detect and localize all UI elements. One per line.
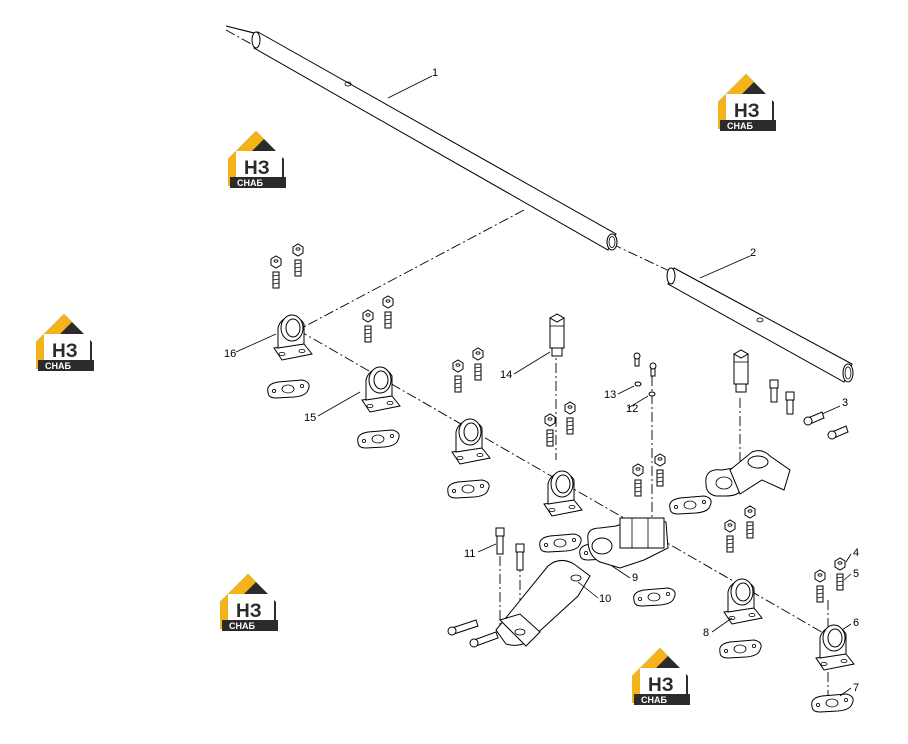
logo-house-icon: НЗ СНАБ	[36, 314, 94, 371]
coupling-9	[587, 517, 669, 569]
callout-3: 3	[842, 397, 848, 409]
svg-text:СНАБ: СНАБ	[45, 361, 71, 371]
callout-8: 8	[703, 627, 709, 639]
callout-11: 11	[464, 548, 475, 560]
callout-12: 12	[626, 403, 638, 415]
callout-7: 7	[853, 682, 859, 694]
callout-10: 10	[599, 593, 611, 605]
callout-2: 2	[750, 247, 756, 259]
svg-text:СНАБ: СНАБ	[237, 178, 263, 188]
shaft-2	[666, 267, 854, 383]
logo-house-icon: НЗ СНАБ	[228, 131, 286, 188]
svg-text:НЗ: НЗ	[244, 158, 270, 179]
leader-lines	[235, 75, 852, 697]
callout-16: 16	[224, 348, 236, 360]
callout-14: 14	[500, 369, 512, 381]
shaft-1	[225, 25, 618, 251]
callout-1: 1	[432, 67, 438, 79]
arm-bracket-10	[447, 527, 591, 648]
callout-6: 6	[853, 617, 859, 629]
callout-labels: 1 2 3 4 5 6 7 8 9 10 11 12 13 14 15 16	[224, 67, 859, 694]
callout-4: 4	[853, 547, 859, 559]
elbow-bracket	[705, 450, 791, 497]
svg-text:НЗ: НЗ	[734, 101, 760, 122]
svg-text:НЗ: НЗ	[648, 675, 674, 696]
gasket	[267, 379, 854, 713]
grease-cylinder	[548, 313, 566, 357]
svg-text:НЗ: НЗ	[52, 341, 78, 362]
cap-screws	[769, 379, 849, 440]
logo-house-icon: НЗ СНАБ	[632, 648, 690, 705]
callout-13: 13	[604, 389, 616, 401]
callout-9: 9	[632, 572, 638, 584]
svg-text:СНАБ: СНАБ	[641, 695, 667, 705]
logo-house-icon: НЗ СНАБ	[718, 74, 776, 131]
grease-cylinder	[732, 349, 750, 393]
bearing-block	[273, 314, 855, 671]
callout-5: 5	[853, 568, 859, 580]
small-screws	[633, 352, 657, 397]
logo-house-icon: НЗ СНАБ	[220, 574, 278, 631]
svg-text:СНАБ: СНАБ	[727, 121, 753, 131]
svg-text:НЗ: НЗ	[236, 601, 262, 622]
svg-text:СНАБ: СНАБ	[229, 621, 255, 631]
callout-15: 15	[304, 412, 316, 424]
